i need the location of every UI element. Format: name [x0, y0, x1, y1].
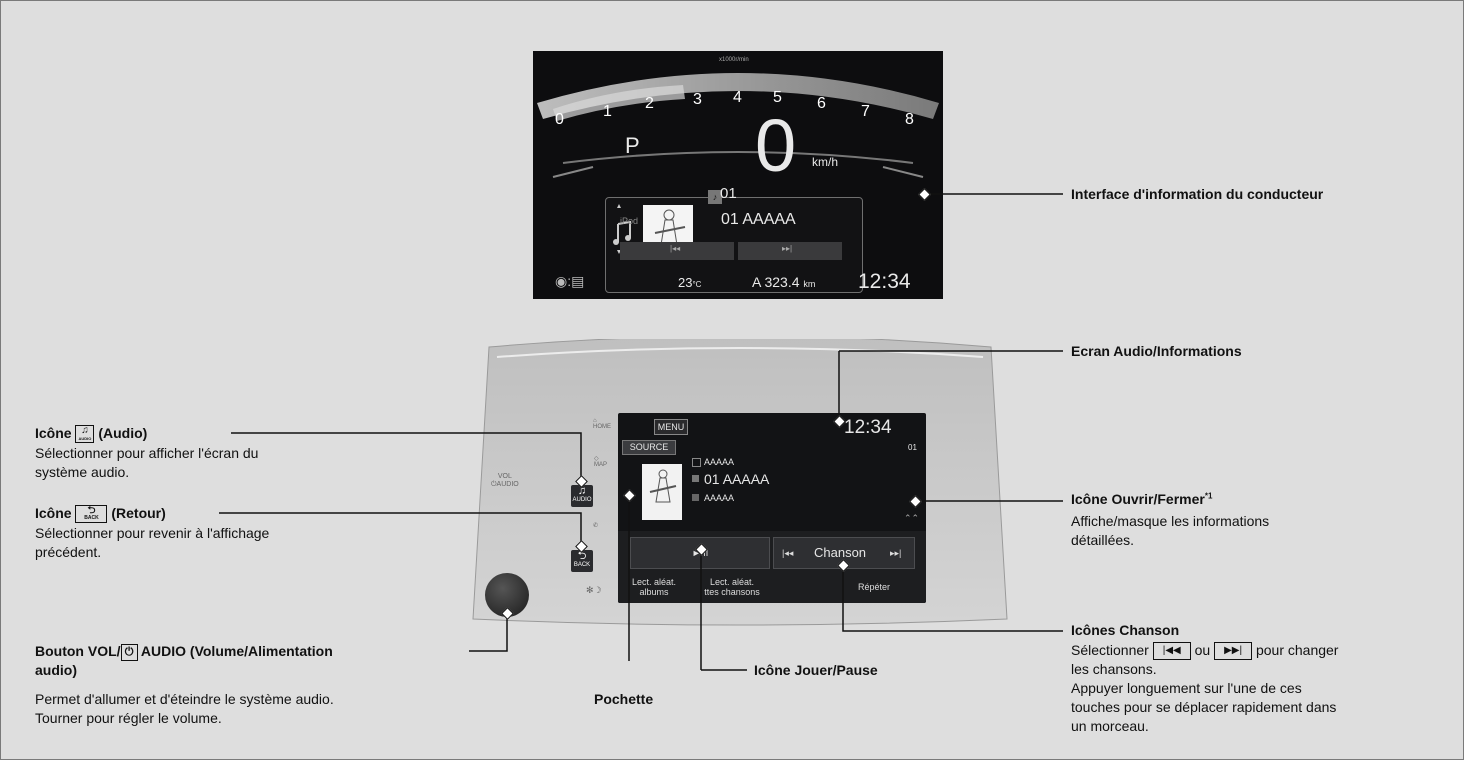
speed-readout: 0: [755, 104, 797, 187]
back-icon: ⮌BACK: [75, 505, 108, 524]
tick-label: 8: [905, 111, 914, 128]
album-art: [642, 464, 682, 520]
outside-temperature: 23°C: [678, 275, 702, 290]
tick-label: 0: [555, 111, 564, 128]
menu-button[interactable]: MENU: [654, 419, 688, 435]
cluster-prev-bar: [620, 242, 734, 260]
skip-back-icon[interactable]: |◂◂: [782, 548, 794, 558]
cluster-clock: 12:34: [858, 270, 911, 293]
label-driver-info: Interface d'information du conducteur: [1071, 186, 1324, 202]
album-name: AAAAA: [704, 493, 735, 503]
track-badge: 01: [908, 443, 917, 452]
label-song-icons-desc: Sélectionner |◀◀ ou ▶▶| pour changer les…: [1071, 642, 1339, 735]
source-label: iPod: [620, 216, 639, 226]
audio-information-screen: MENU SOURCE 12:34 01 AAAAA 01 AAAAA AAAA…: [618, 413, 926, 603]
odometer: A 323.4 km: [752, 274, 816, 290]
gear-indicator: P: [625, 133, 640, 158]
shuffle-all-button[interactable]: Lect. aléat.ttes chansons: [704, 577, 760, 597]
artist-icon: [692, 458, 701, 467]
home-icon[interactable]: ⌂HOME: [593, 418, 611, 430]
tick-label: 1: [603, 103, 612, 120]
guitarist-illustration: [654, 209, 686, 246]
tick-label: 3: [693, 91, 702, 108]
track-icon: [692, 475, 699, 482]
brightness-icon[interactable]: ✻☽: [586, 585, 602, 595]
artist-name: AAAAA: [704, 457, 735, 467]
source-button[interactable]: SOURCE: [622, 440, 676, 455]
tick-label: 7: [861, 103, 870, 120]
song-label: Chanson: [814, 545, 867, 560]
label-pochette: Pochette: [594, 691, 654, 707]
audio-icon: ♫AUDIO: [75, 425, 95, 444]
shuffle-albums-button[interactable]: Lect. aléat.albums: [631, 577, 677, 597]
label-song-icons: Icônes Chanson: [1071, 622, 1180, 638]
tick-label: 4: [733, 89, 742, 106]
tick-label: 5: [773, 89, 782, 106]
repeat-button[interactable]: Répéter: [857, 582, 891, 592]
audio-icon[interactable]: ♫AUDIO: [571, 485, 593, 507]
tachometer-arc: [537, 73, 939, 178]
track-icon: ♪: [708, 190, 722, 204]
power-icon: ⏻: [120, 643, 138, 661]
tick-label: 6: [817, 95, 826, 112]
label-audio-screen: Ecran Audio/Informations: [1071, 343, 1242, 359]
phone-icon[interactable]: ✆: [593, 523, 599, 529]
steering-icon: ◉:▤: [555, 273, 585, 289]
skip-forward-icon: ▸▸|: [782, 244, 793, 253]
skip-forward-icon[interactable]: ▸▸|: [890, 548, 902, 558]
tick-label: 2: [645, 95, 654, 112]
map-icon[interactable]: ◇MAP: [594, 456, 608, 468]
screen-clock: 12:34: [844, 417, 892, 438]
skip-back-icon: |◀◀: [1152, 642, 1191, 661]
cluster-track-title: 01 AAAAA: [721, 211, 796, 228]
knob-label: VOL⏻AUDIO: [491, 473, 519, 488]
track-title: 01 AAAAA: [704, 471, 770, 487]
speed-unit: km/h: [812, 155, 839, 169]
label-back-icon: Icône ⮌BACK (Retour): [35, 505, 166, 524]
back-icon[interactable]: ⮌BACK: [571, 550, 593, 572]
driver-information-interface: x1000r/min 0 1 2 3 4 5 6 7 8 P 0 km/h iP…: [533, 51, 943, 299]
skip-forward-icon: ▶▶|: [1214, 642, 1253, 661]
cluster-track-number: 01: [720, 185, 737, 202]
label-open-close: Icône Ouvrir/Fermer*1: [1071, 491, 1213, 507]
cluster-next-bar: [738, 242, 842, 260]
cluster-audio-panel: iPod ♪ |◂◂ ▸▸|: [605, 190, 863, 293]
open-close-icon[interactable]: ⌃⌃: [904, 513, 920, 523]
label-play-pause: Icône Jouer/Pause: [754, 662, 878, 678]
guitarist-illustration: [649, 469, 677, 503]
label-vol-knob-desc: Permet d'allumer et d'éteindre le systèm…: [35, 691, 334, 726]
skip-back-icon: |◂◂: [670, 244, 681, 253]
control-panel: ►/II |◂◂ Chanson ▸▸| Lect. aléat.albums …: [618, 531, 926, 603]
label-audio-icon: Icône ♫AUDIO (Audio): [35, 425, 148, 444]
rpm-unit: x1000r/min: [719, 57, 749, 63]
album-icon: [692, 494, 699, 501]
